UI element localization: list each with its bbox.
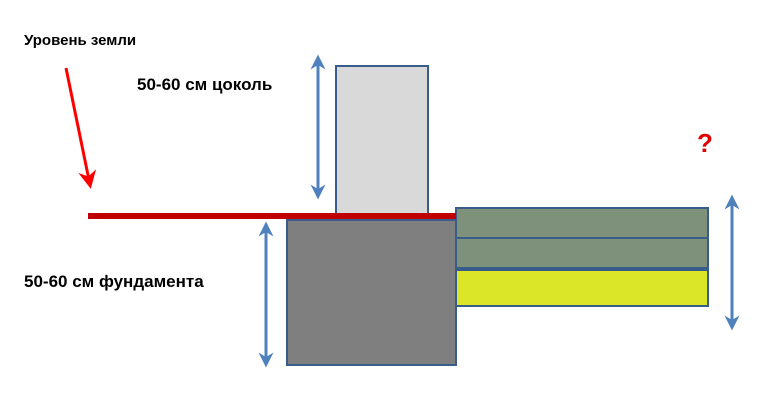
foundation-block: [286, 219, 457, 366]
floor-layer-top: [455, 207, 709, 239]
floor-layer-middle: [455, 237, 709, 269]
foundation-depth-label: 50-60 см фундамента: [24, 272, 204, 291]
plinth-block: [335, 65, 429, 217]
red-arrow-icon: [64, 67, 97, 189]
sand-layer: [455, 269, 709, 307]
ground-level-label: Уровень земли: [24, 32, 136, 49]
question-mark: ?: [697, 128, 713, 158]
plinth-height-label: 50-60 см цоколь: [137, 75, 272, 94]
